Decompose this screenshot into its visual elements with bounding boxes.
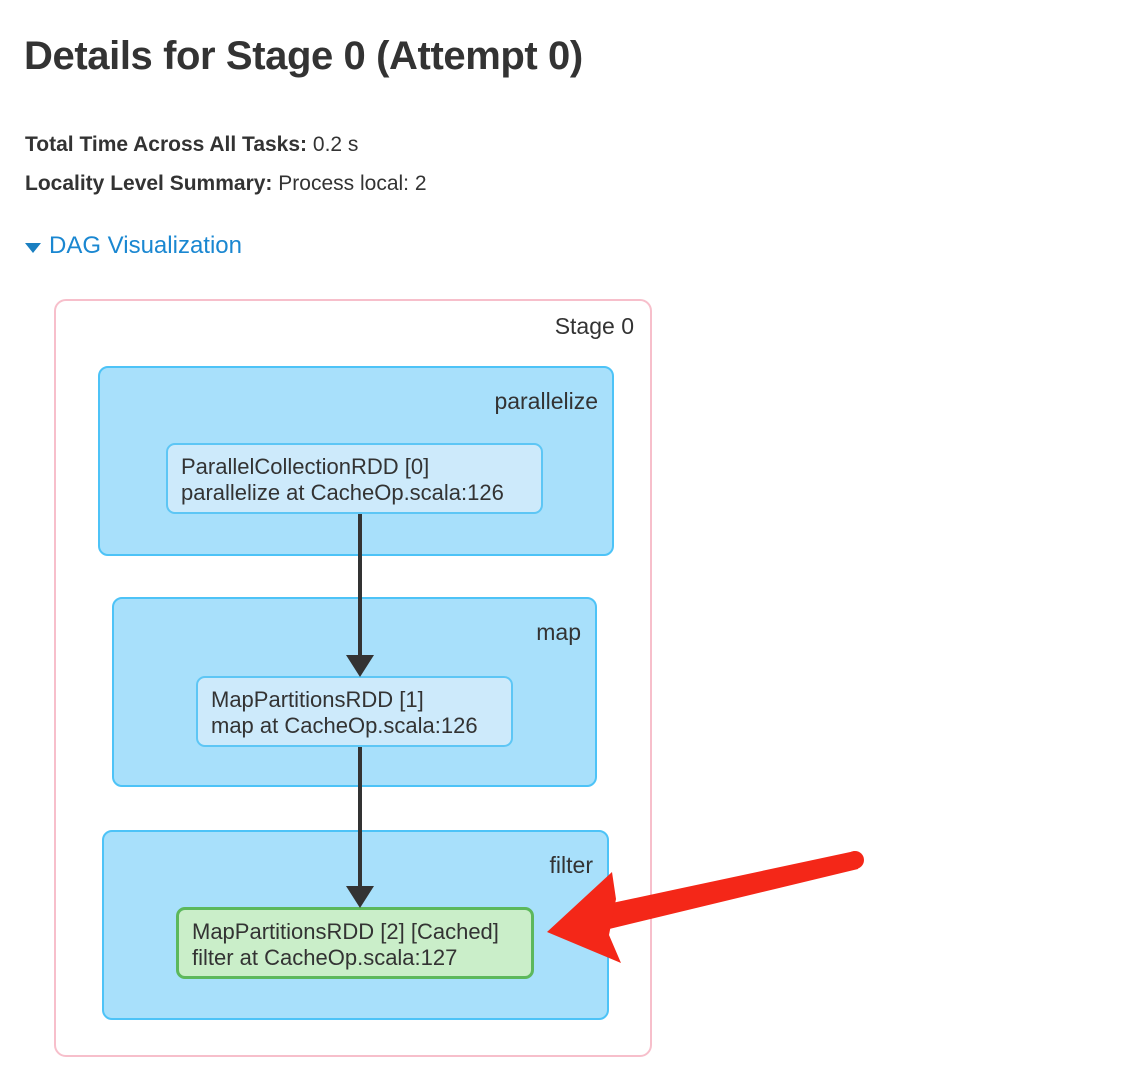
dag-visualization-label: DAG Visualization (49, 232, 242, 259)
stage-label: Stage 0 (554, 313, 634, 339)
rdd-node-map-partitions-rdd-2-cached[interactable]: MapPartitionsRDD [2] [Cached] filter at … (176, 907, 534, 979)
rdd-node-title: MapPartitionsRDD [1] (211, 687, 424, 712)
locality-level-value: Process local: 2 (278, 172, 427, 195)
cluster-label-parallelize: parallelize (494, 388, 598, 414)
rdd-node-callsite: parallelize at CacheOp.scala:126 (181, 479, 504, 505)
total-time-label: Total Time Across All Tasks: (25, 133, 308, 156)
total-time-value: 0.2 s (312, 133, 359, 156)
chevron-down-icon (25, 242, 41, 253)
dag-visualization-toggle[interactable]: DAG Visualization (25, 232, 242, 260)
rdd-node-callsite: map at CacheOp.scala:126 (211, 712, 478, 738)
rdd-node-callsite: filter at CacheOp.scala:127 (192, 944, 458, 970)
page-title: Details for Stage 0 (Attempt 0) (24, 34, 583, 78)
rdd-node-map-partitions-rdd-1[interactable]: MapPartitionsRDD [1] map at CacheOp.scal… (196, 676, 513, 747)
cluster-label-map: map (536, 619, 581, 645)
total-time-summary: Total Time Across All Tasks: 0.2 s (25, 133, 358, 157)
locality-level-label: Locality Level Summary: (25, 172, 273, 195)
cluster-label-filter: filter (549, 852, 593, 878)
locality-level-summary: Locality Level Summary: Process local: 2 (25, 172, 427, 196)
rdd-node-title: ParallelCollectionRDD [0] (181, 454, 430, 479)
rdd-node-title: MapPartitionsRDD [2] [Cached] (192, 919, 499, 944)
rdd-node-parallel-collection-rdd-0[interactable]: ParallelCollectionRDD [0] parallelize at… (166, 443, 543, 514)
